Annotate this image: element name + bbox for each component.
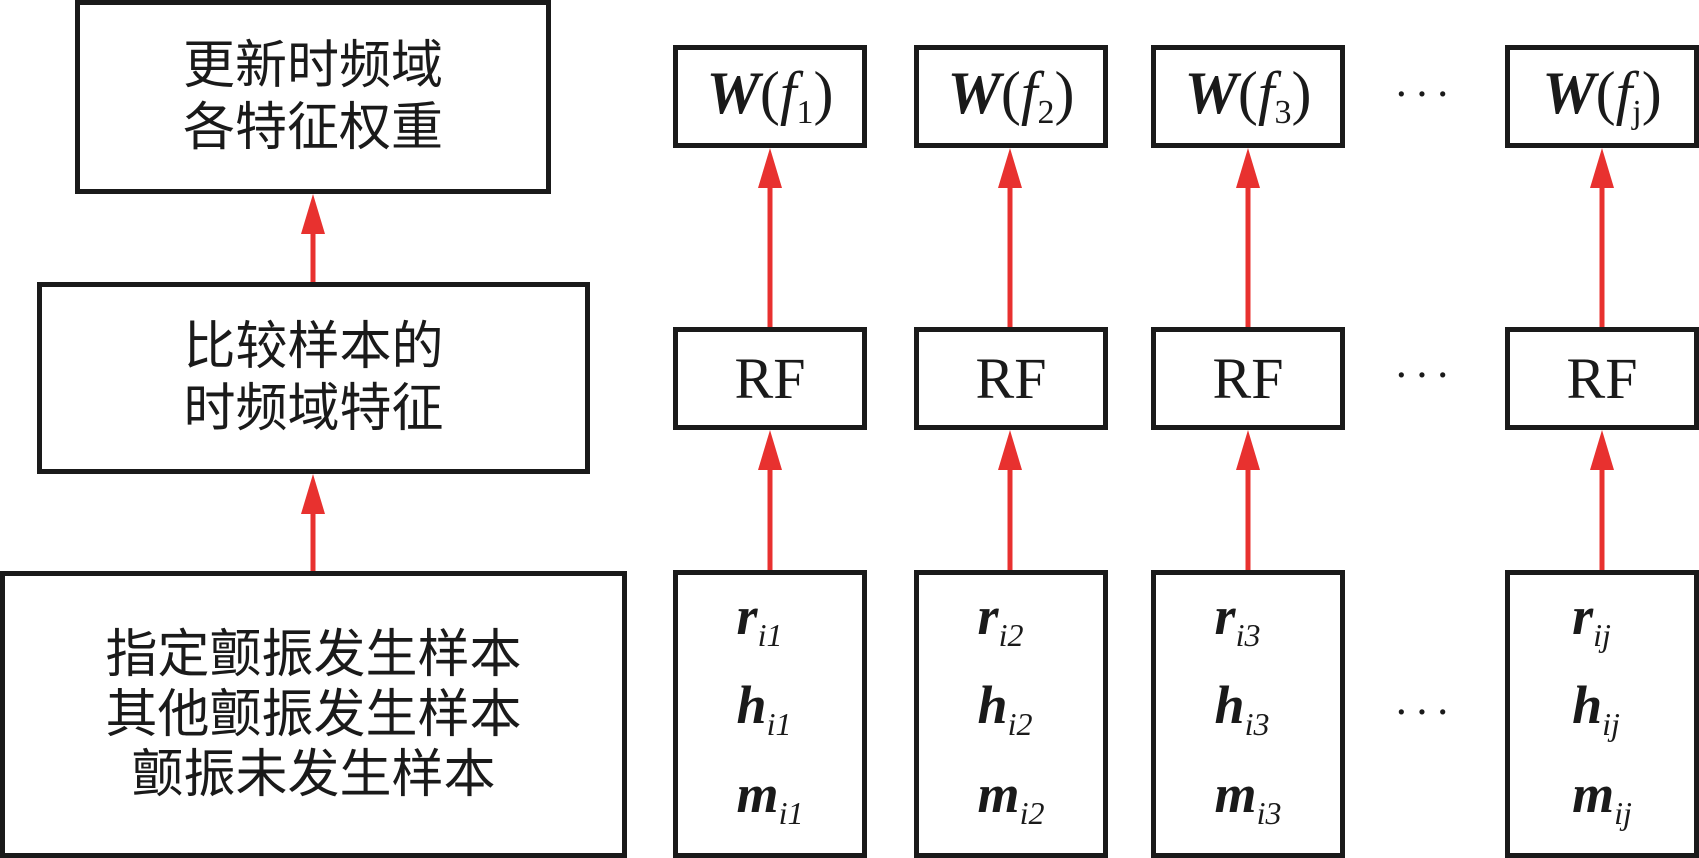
feature-h: hi2 — [977, 674, 1033, 742]
weight-box-2: W(f2) — [914, 45, 1108, 148]
feature-h: hi3 — [1214, 674, 1270, 742]
rf-label: RF — [1212, 346, 1284, 411]
arrow-features-to-rf-3 — [1236, 430, 1260, 570]
rf-label: RF — [734, 346, 806, 411]
feature-box-3: ri3 hi3 mi3 — [1151, 570, 1345, 858]
update-weights-line-2: 各特征权重 — [182, 98, 443, 158]
arrow-rf-to-weight-1 — [758, 148, 782, 327]
weight-box-3: W(f3) — [1151, 45, 1345, 148]
ellipsis-rf: ··· — [1394, 350, 1456, 400]
rf-label: RF — [975, 346, 1047, 411]
feature-r: ri2 — [977, 585, 1024, 653]
feature-box-1: ri1 hi1 mi1 — [673, 570, 867, 858]
weight-label: W(f1) — [706, 60, 834, 131]
weight-label: W(f3) — [1184, 60, 1312, 131]
samples-box: 指定颤振发生样本 其他颤振发生样本 颤振未发生样本 — [0, 571, 627, 858]
arrow-features-to-rf-1 — [758, 430, 782, 570]
compare-features-line-1: 比较样本的 — [183, 317, 444, 377]
feature-m: mi1 — [736, 763, 804, 831]
ellipsis-weights: ··· — [1394, 69, 1456, 119]
rf-box-1: RF — [673, 327, 867, 430]
arrow-compare-to-update — [301, 194, 325, 282]
feature-box-2: ri2 hi2 mi2 — [914, 570, 1108, 858]
feature-m: mi2 — [977, 763, 1045, 831]
arrow-rf-to-weight-3 — [1236, 148, 1260, 327]
arrow-samples-to-compare — [301, 474, 325, 571]
rf-box-2: RF — [914, 327, 1108, 430]
feature-box-4: rij hij mij — [1505, 570, 1699, 858]
arrow-features-to-rf-2 — [998, 430, 1022, 570]
rf-box-3: RF — [1151, 327, 1345, 430]
samples-line-3: 颤振未发生样本 — [131, 744, 496, 805]
feature-m: mij — [1572, 763, 1632, 831]
samples-line-2: 其他颤振发生样本 — [105, 684, 522, 745]
update-weights-line-1: 更新时频域 — [182, 36, 443, 96]
compare-features-line-2: 时频域特征 — [183, 379, 444, 439]
ellipsis-features: ··· — [1394, 687, 1456, 737]
feature-m: mi3 — [1214, 763, 1282, 831]
samples-line-1: 指定颤振发生样本 — [105, 624, 522, 685]
feature-r: rij — [1572, 585, 1611, 653]
weight-label: W(f2) — [947, 60, 1075, 131]
arrow-features-to-rf-4 — [1590, 430, 1614, 570]
weight-box-1: W(f1) — [673, 45, 867, 148]
rf-box-4: RF — [1505, 327, 1699, 430]
arrow-rf-to-weight-4 — [1590, 148, 1614, 327]
feature-h: hij — [1572, 674, 1620, 742]
rf-label: RF — [1566, 346, 1638, 411]
compare-features-box: 比较样本的 时频域特征 — [37, 282, 590, 474]
arrow-rf-to-weight-2 — [998, 148, 1022, 327]
weight-box-4: W(fj) — [1505, 45, 1699, 148]
feature-h: hi1 — [736, 674, 792, 742]
update-weights-box: 更新时频域 各特征权重 — [75, 0, 551, 194]
feature-r: ri3 — [1214, 585, 1261, 653]
feature-r: ri1 — [736, 585, 783, 653]
weight-label: W(fj) — [1542, 60, 1662, 131]
